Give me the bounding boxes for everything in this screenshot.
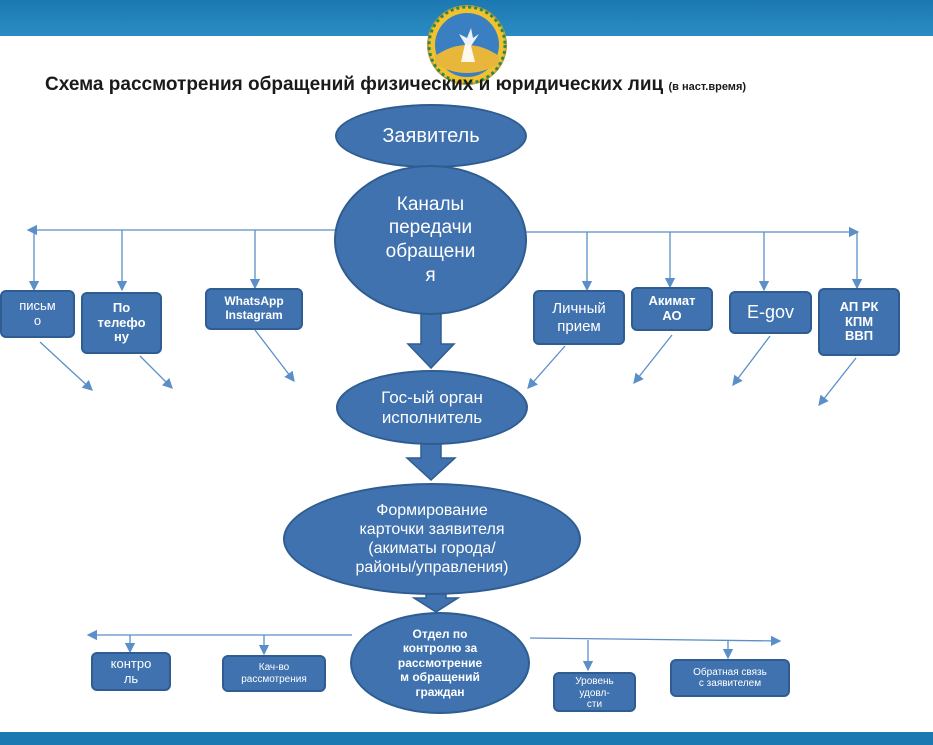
- title-subtitle: (в наст.время): [668, 81, 747, 93]
- block-arrow-1: [406, 311, 456, 370]
- channel-ap-rk: АП РК КПМ ВВП: [818, 288, 900, 356]
- title-main: Схема рассмотрения обращений физических …: [45, 74, 664, 95]
- diag-letter: [39, 341, 93, 391]
- outcome-feedback: Обратная связь с заявителем: [670, 659, 790, 697]
- outcome-satisfaction: Уровень удовл- сти: [553, 672, 636, 712]
- channel-egov: E-gov: [729, 291, 812, 334]
- outcome-control: контро ль: [91, 652, 171, 691]
- control-dept-label: Отдел по контролю за рассмотрение м обра…: [397, 627, 483, 699]
- outcome-bus-right: [529, 635, 782, 647]
- channel-letter: письм о: [0, 290, 75, 338]
- bottom-banner: [0, 732, 933, 745]
- card-forming-node: Формирование карточки заявителя (акиматы…: [283, 483, 581, 595]
- diag-personal: [527, 345, 566, 389]
- outcome-quality: Кач-во рассмотрения: [222, 655, 326, 692]
- channels-node: Каналы передачи обращени я: [334, 165, 527, 315]
- diag-phone: [139, 355, 173, 389]
- diag-egov: [732, 335, 771, 387]
- diag-whatsapp: [254, 329, 295, 383]
- diag-akimat: [633, 334, 673, 385]
- gov-body-label: Гос-ый орган исполнитель: [381, 387, 483, 427]
- channel-personal-reception: Личный прием: [533, 290, 625, 345]
- gov-body-node: Гос-ый орган исполнитель: [336, 370, 528, 445]
- diag-ap: [818, 357, 857, 407]
- applicant-label: Заявитель: [382, 124, 480, 147]
- channel-whatsapp-instagram: WhatsApp Instagram: [205, 288, 303, 330]
- card-forming-label: Формирование карточки заявителя (акиматы…: [355, 501, 509, 577]
- block-arrow-2: [405, 439, 457, 482]
- diagram-title: Схема рассмотрения обращений физических …: [45, 74, 925, 96]
- city-emblem-icon: [427, 5, 507, 85]
- control-dept-node: Отдел по контролю за рассмотрение м обра…: [350, 612, 530, 714]
- applicant-node: Заявитель: [335, 104, 527, 168]
- channel-phone: По телефо ну: [81, 292, 162, 354]
- channels-label: Каналы передачи обращени я: [385, 193, 476, 286]
- channel-akimat: Акимат АО: [631, 287, 713, 331]
